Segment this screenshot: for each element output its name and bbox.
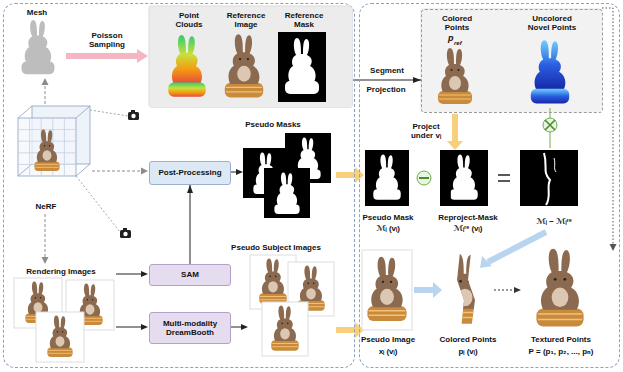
node-text: Textured Points xyxy=(521,335,601,344)
arrow-head xyxy=(42,78,149,264)
mask-tile xyxy=(440,150,488,206)
yellow-arrow xyxy=(336,114,463,338)
node-text: Pseudo Subject Images xyxy=(221,243,331,252)
nerf-cube xyxy=(18,106,90,176)
node-text: Mesh xyxy=(17,8,57,17)
node-text: SAM xyxy=(181,270,199,279)
node-text: Pseudo Mask xyxy=(358,213,418,222)
node-text: Pseudo Image xyxy=(358,335,418,344)
reference-image xyxy=(225,34,263,97)
node-text: p xyxy=(448,33,454,43)
connector-arrow xyxy=(353,80,421,81)
points-box: Colored Pointspref Uncolored Novel Points xyxy=(421,9,603,113)
connector-arrow xyxy=(190,185,191,264)
nerf-subject xyxy=(34,129,59,171)
minus-symbol xyxy=(417,171,431,185)
node-text: Pseudo Masks xyxy=(233,120,313,129)
mask-tile xyxy=(520,150,578,206)
blue-arrow xyxy=(414,232,546,298)
dashed-arrow xyxy=(45,84,141,258)
model-box: SAM xyxy=(149,264,231,286)
pseudo-image xyxy=(362,250,412,330)
black-arrow xyxy=(116,172,242,327)
points-ground xyxy=(420,8,602,112)
textured-points xyxy=(536,249,583,327)
node-text: P = (p₁, p₂, ..., pₙ) xyxy=(511,347,611,356)
node-text: ℳᵢʳᵉ (vᵢ) xyxy=(438,224,498,233)
stage-panel: MeshPoisson SamplingNeRF Rendering Images… xyxy=(3,3,355,368)
process-box: Post-Processing xyxy=(149,161,231,185)
mask-tile xyxy=(365,150,409,206)
point-cloud xyxy=(168,35,205,97)
node-text: Post-Processing xyxy=(158,168,221,177)
edge-label: Segment xyxy=(368,66,406,75)
mask-tile xyxy=(264,168,310,218)
node-text: Project under vᵢ xyxy=(403,122,449,140)
node-text: ℳᵢ − ℳᵢʳᵉ xyxy=(522,217,586,226)
model-box: Multi-modality DreamBooth xyxy=(149,312,231,344)
node-text: Poisson Sampling xyxy=(82,31,132,49)
node-text: Reference Image xyxy=(221,11,271,29)
colored-points xyxy=(438,48,472,104)
pink-arrow xyxy=(66,49,148,63)
reference-box: Point Clouds Reference Image Reference Mas… xyxy=(149,6,353,108)
node-text: xᵢ (vᵢ) xyxy=(358,347,418,356)
node-text: Reference Mask xyxy=(279,11,329,29)
node-text: pᵢ (vᵢ) xyxy=(438,347,498,356)
stage-panel: Project under vᵢ Pseudo Mask ℳᵢ (vᵢ) Reproj… xyxy=(359,3,620,368)
node-text: Multi-modality DreamBooth xyxy=(153,319,227,337)
reference-mask xyxy=(278,32,326,102)
arrow-note: Projection xyxy=(361,85,411,94)
node-text: NeRF xyxy=(26,202,66,211)
node-text: Colored Points xyxy=(432,14,482,32)
mesh-figure xyxy=(22,20,55,74)
equals-symbol xyxy=(498,175,510,181)
camera-icon xyxy=(76,176,131,238)
node-text: ℳᵢ (vᵢ) xyxy=(358,224,418,233)
camera-icon xyxy=(90,110,139,120)
combine-symbol xyxy=(543,108,557,148)
novel-points xyxy=(531,40,569,103)
rendered-image xyxy=(14,278,114,362)
node-text: Rendering Images xyxy=(16,267,106,276)
ref-ground xyxy=(148,5,352,107)
node-text: Point Clouds xyxy=(167,11,211,29)
colored-slice xyxy=(444,254,487,324)
node-text: Reproject-Mask xyxy=(432,213,504,222)
node-text: Uncolored Novel Points xyxy=(521,14,583,32)
node-text: Colored Points xyxy=(433,335,503,344)
node-text: ref xyxy=(454,40,462,47)
subject-image xyxy=(250,255,334,356)
